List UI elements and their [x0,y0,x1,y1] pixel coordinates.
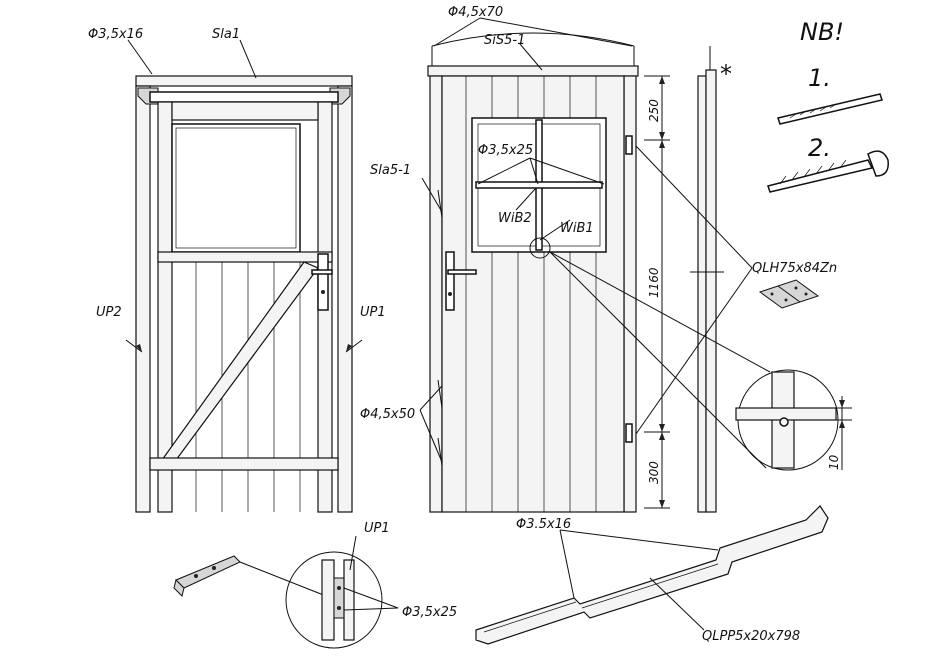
door-diagonal-brace [162,262,318,460]
door-handle-lever [312,270,332,274]
door-handle-plate-outside [446,252,454,310]
side-section-door [706,70,716,512]
dim-height: 1160 [647,267,661,298]
label-up2: UP2 [96,305,122,320]
window-glass [172,124,300,252]
keyhole-icon-outside [448,292,452,296]
door-handle-lever-outside [448,270,476,274]
label-sis5-1: SiS5-1 [484,33,525,48]
frame-side-left [136,86,150,512]
door-side-section [690,46,724,512]
label-up1-detail: UP1 [364,521,390,536]
frame-side-right [338,86,352,512]
top-span-arc [432,33,634,46]
drill-bit-icon [778,94,882,124]
hinge-icon [760,280,818,308]
dim-top-offset: 250 [647,99,661,122]
door-middle-rail [158,252,332,262]
label-sla1: Sla1 [212,27,240,42]
keyhole-icon [321,290,325,294]
label-qlh75x84zn: QLH75x84Zn [752,261,837,276]
door-handle-plate [318,254,328,310]
label-wib2: WiB2 [498,211,532,226]
note-step-1: 1. [808,64,831,92]
note-step-2: 2. [808,134,831,162]
door-inside-view [126,40,362,512]
hinge-bottom [626,424,632,442]
dim-detail-gap: 10 [827,454,841,470]
label-wib1: WiB1 [560,221,594,236]
detail-circle-up1 [174,536,398,648]
label-screw-4-5x50: Φ4,5x50 [360,407,415,422]
hinge-top [626,136,632,154]
label-screw-3-5x25-detail: Φ3,5x25 [402,605,457,620]
label-screw-3-5x25-window: Φ3,5x25 [478,143,533,158]
label-sla5-1: Sla5-1 [370,163,411,178]
label-screw-3-5x16-top: Φ3,5x16 [88,27,143,42]
window-bar-horizontal [476,182,602,188]
label-up1-side: UP1 [360,305,386,320]
window-top-rail [172,102,318,120]
asterisk-mark: * [720,60,732,88]
door-outside-view [420,18,638,512]
label-screw-3-5x16-rail: Φ3.5x16 [516,517,571,532]
angle-bracket-icon [174,556,240,596]
side-section-frame [698,76,706,512]
label-screw-4-5x70: Φ4,5x70 [448,5,503,20]
door-bottom-rail [150,458,338,470]
top-cover-board [428,66,638,76]
door-top-batten [150,92,338,102]
dim-bottom-offset: 300 [647,461,661,484]
nb-title: NB! [800,18,844,46]
frame-top-beam [136,76,352,86]
label-qlpp5x20x798: QLPP5x20x798 [702,629,800,644]
